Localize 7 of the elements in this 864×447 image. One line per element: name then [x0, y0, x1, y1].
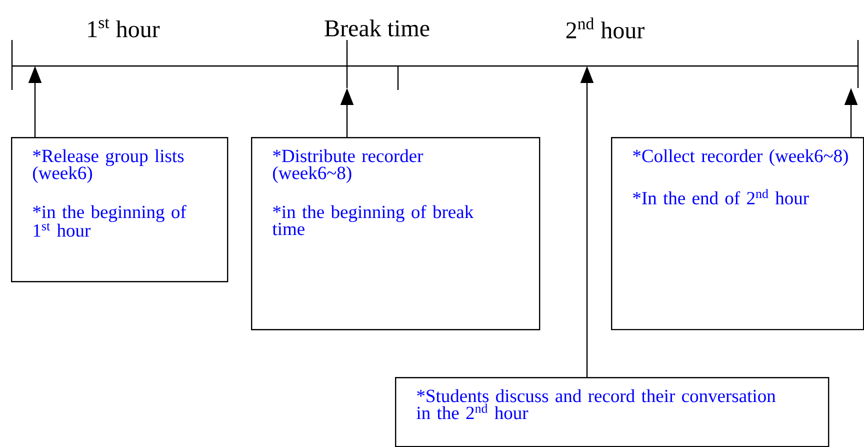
period-label: 1$^{st}$ hour — [88, 18, 160, 38]
text-box: *Distribute recorder (week6~8) *in the beginning of break time — [251, 137, 540, 330]
period-label: 2$^{nd}$ hour — [566, 18, 644, 38]
period-label: Break time — [324, 20, 430, 36]
text-box: *Collect recorder (week6~8) *In the end of 2$^{nd}$ hour — [611, 137, 864, 330]
text-box: *Release group lists (week6) *in the beginning of 1$^{st}$ hour — [11, 137, 228, 282]
text-box: *Students discuss and record their conversation in the 2$^{nd}$ hour — [395, 377, 830, 447]
